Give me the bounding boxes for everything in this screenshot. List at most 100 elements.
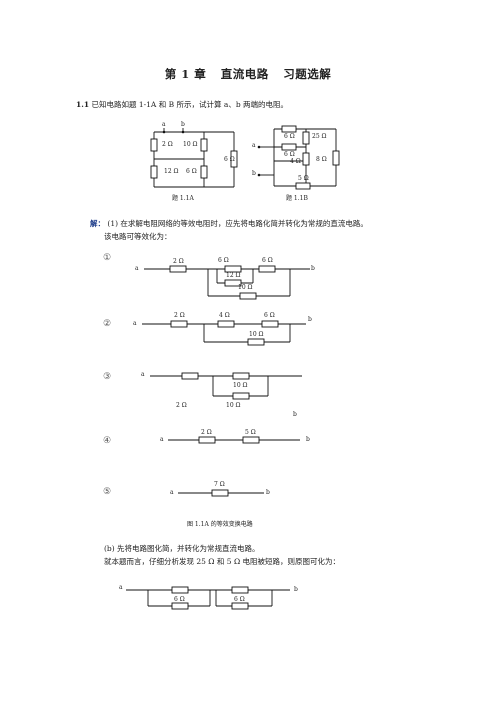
fig-b-label-6-top: 6 Ω (284, 133, 295, 140)
step-3-label-10b: 10 Ω (226, 402, 241, 409)
step-1-resistor-12 (224, 279, 242, 287)
step-2-resistor-2 (170, 320, 188, 328)
step-2-label-4: 4 Ω (219, 312, 230, 319)
step-1-number: ① (103, 253, 112, 263)
final-resistor-6b (231, 602, 249, 610)
final-node-a: a (119, 584, 123, 591)
final-label-6a: 6 Ω (174, 596, 185, 603)
final-resistor-short-2 (231, 586, 249, 594)
step-1-node-b: b (311, 265, 315, 272)
fig-a-label-6-bottom: 6 Ω (186, 168, 197, 175)
step-2-resistor-4 (217, 320, 235, 328)
step-4-label-2: 2 Ω (201, 429, 212, 436)
step-4-node-b: b (306, 436, 310, 443)
step-3-node-b: b (293, 411, 297, 418)
solution-text-1: (1) 在求解电阻网络的等效电阻时，应先将电路化简并转化为常规的直流电路。 (107, 219, 368, 228)
fig-b-label-6-mid: 6 Ω (284, 151, 295, 158)
step-4-node-a: a (160, 436, 164, 443)
solution-line-2: 该电路可等效化为： (104, 232, 172, 241)
step-4-resistor-2 (198, 436, 216, 444)
step-5-number: ⑤ (103, 487, 112, 497)
fig-b-label-4: 4 Ω (290, 158, 301, 165)
fig-b-label-25: 25 Ω (312, 133, 327, 140)
fig-a-node-a: a (162, 121, 166, 128)
fig-b-caption: 题 1.1B (286, 195, 308, 202)
step-4-label-5: 5 Ω (245, 429, 256, 436)
problem-statement: 1.1 已知电路如题 1-1A 和 B 所示，试计算 a、b 两端的电阻。 (76, 99, 288, 110)
page-title: 第 1 章 直流电路 习题选解 (0, 66, 496, 82)
step-2-resistor-10 (247, 338, 265, 346)
figure-caption: 图 1.1A 的等效变换电路 (187, 521, 253, 528)
step-1-label-2: 2 Ω (173, 258, 184, 265)
step-1-label-6a: 6 Ω (218, 257, 229, 264)
fig-b-resistor-25 (302, 131, 310, 145)
chapter-number: 第 1 章 (164, 67, 207, 81)
step-1-resistor-10 (239, 292, 257, 300)
step-3-resistor-10b (232, 392, 250, 400)
step-3-label-10a: 10 Ω (233, 382, 248, 389)
solution-line-1: 解： (1) 在求解电阻网络的等效电阻时，应先将电路化简并转化为常规的直流电路。 (90, 218, 368, 229)
step-1-node-a: a (135, 265, 139, 272)
step-5-resistor-7 (211, 489, 229, 497)
step-1-resistor-6a (224, 265, 242, 273)
final-resistor-6a (171, 602, 189, 610)
fig-a-label-6-right: 6 Ω (224, 156, 235, 163)
fig-b-resistor-4 (302, 152, 310, 166)
step-4-resistor-5 (242, 436, 260, 444)
step-1-resistor-6b (258, 265, 276, 273)
fig-b-resistor-5 (295, 182, 311, 190)
solution-label: 解： (90, 219, 105, 228)
step-2-node-b: b (308, 316, 312, 323)
step-3-resistor-10a (232, 372, 250, 380)
fig-a-caption: 题 1.1A (172, 195, 194, 202)
final-label-6b: 6 Ω (234, 596, 245, 603)
step-3-node-a: a (141, 371, 145, 378)
fig-a-label-12: 12 Ω (164, 168, 179, 175)
fig-b-resistor-6-top (281, 125, 297, 133)
final-resistor-short-1 (171, 586, 189, 594)
problem-text: 已知电路如题 1-1A 和 B 所示，试计算 a、b 两端的电阻。 (91, 100, 289, 109)
fig-b-node-a: a (252, 142, 256, 149)
fig-a-resistor-6-right (230, 150, 238, 168)
step-3-number: ③ (103, 372, 112, 382)
problem-number: 1.1 (76, 100, 90, 109)
fig-a-label-10: 10 Ω (183, 141, 198, 148)
fig-a-resistor-12 (150, 165, 158, 179)
step-2-label-6: 6 Ω (264, 312, 275, 319)
step-3-label-2: 2 Ω (176, 402, 187, 409)
fig-b-resistor-8 (332, 150, 340, 166)
fig-b-label-8: 8 Ω (316, 156, 327, 163)
final-node-b: b (294, 586, 298, 593)
fig-a-resistor-2 (150, 138, 158, 152)
fig-a-resistor-10 (200, 138, 208, 152)
step-5-node-a: a (170, 489, 174, 496)
chapter-name: 直流电路 (220, 67, 269, 81)
step-2-number: ② (103, 319, 112, 329)
fig-b-label-5: 5 Ω (298, 175, 309, 182)
fig-a-resistor-6-bottom (200, 165, 208, 179)
step-2-resistor-6 (261, 320, 279, 328)
chapter-subtitle: 习题选解 (283, 67, 332, 81)
fig-a-label-2: 2 Ω (162, 141, 173, 148)
fig-a-node-b: b (181, 121, 185, 128)
step-1-resistor-2 (169, 265, 187, 273)
part-b-line-1: (b) 先将电路图化简，并转化为常规直流电路。 (104, 544, 260, 553)
step-1-label-12: 12 Ω (226, 272, 241, 279)
fig-b-resistor-6-mid (281, 143, 297, 151)
step-1-label-6b: 6 Ω (262, 257, 273, 264)
part-b-line-2: 就本题而言，仔细分析发现 25 Ω 和 5 Ω 电阻被短路，则原图可化为： (104, 557, 341, 566)
step-1-label-10: 10 Ω (238, 284, 253, 291)
step-3-resistor-2 (181, 372, 199, 380)
step-2-node-a: a (133, 320, 137, 327)
step-5-node-b: b (266, 489, 270, 496)
step-2-label-10: 10 Ω (249, 331, 264, 338)
fig-b-node-b: b (252, 170, 256, 177)
